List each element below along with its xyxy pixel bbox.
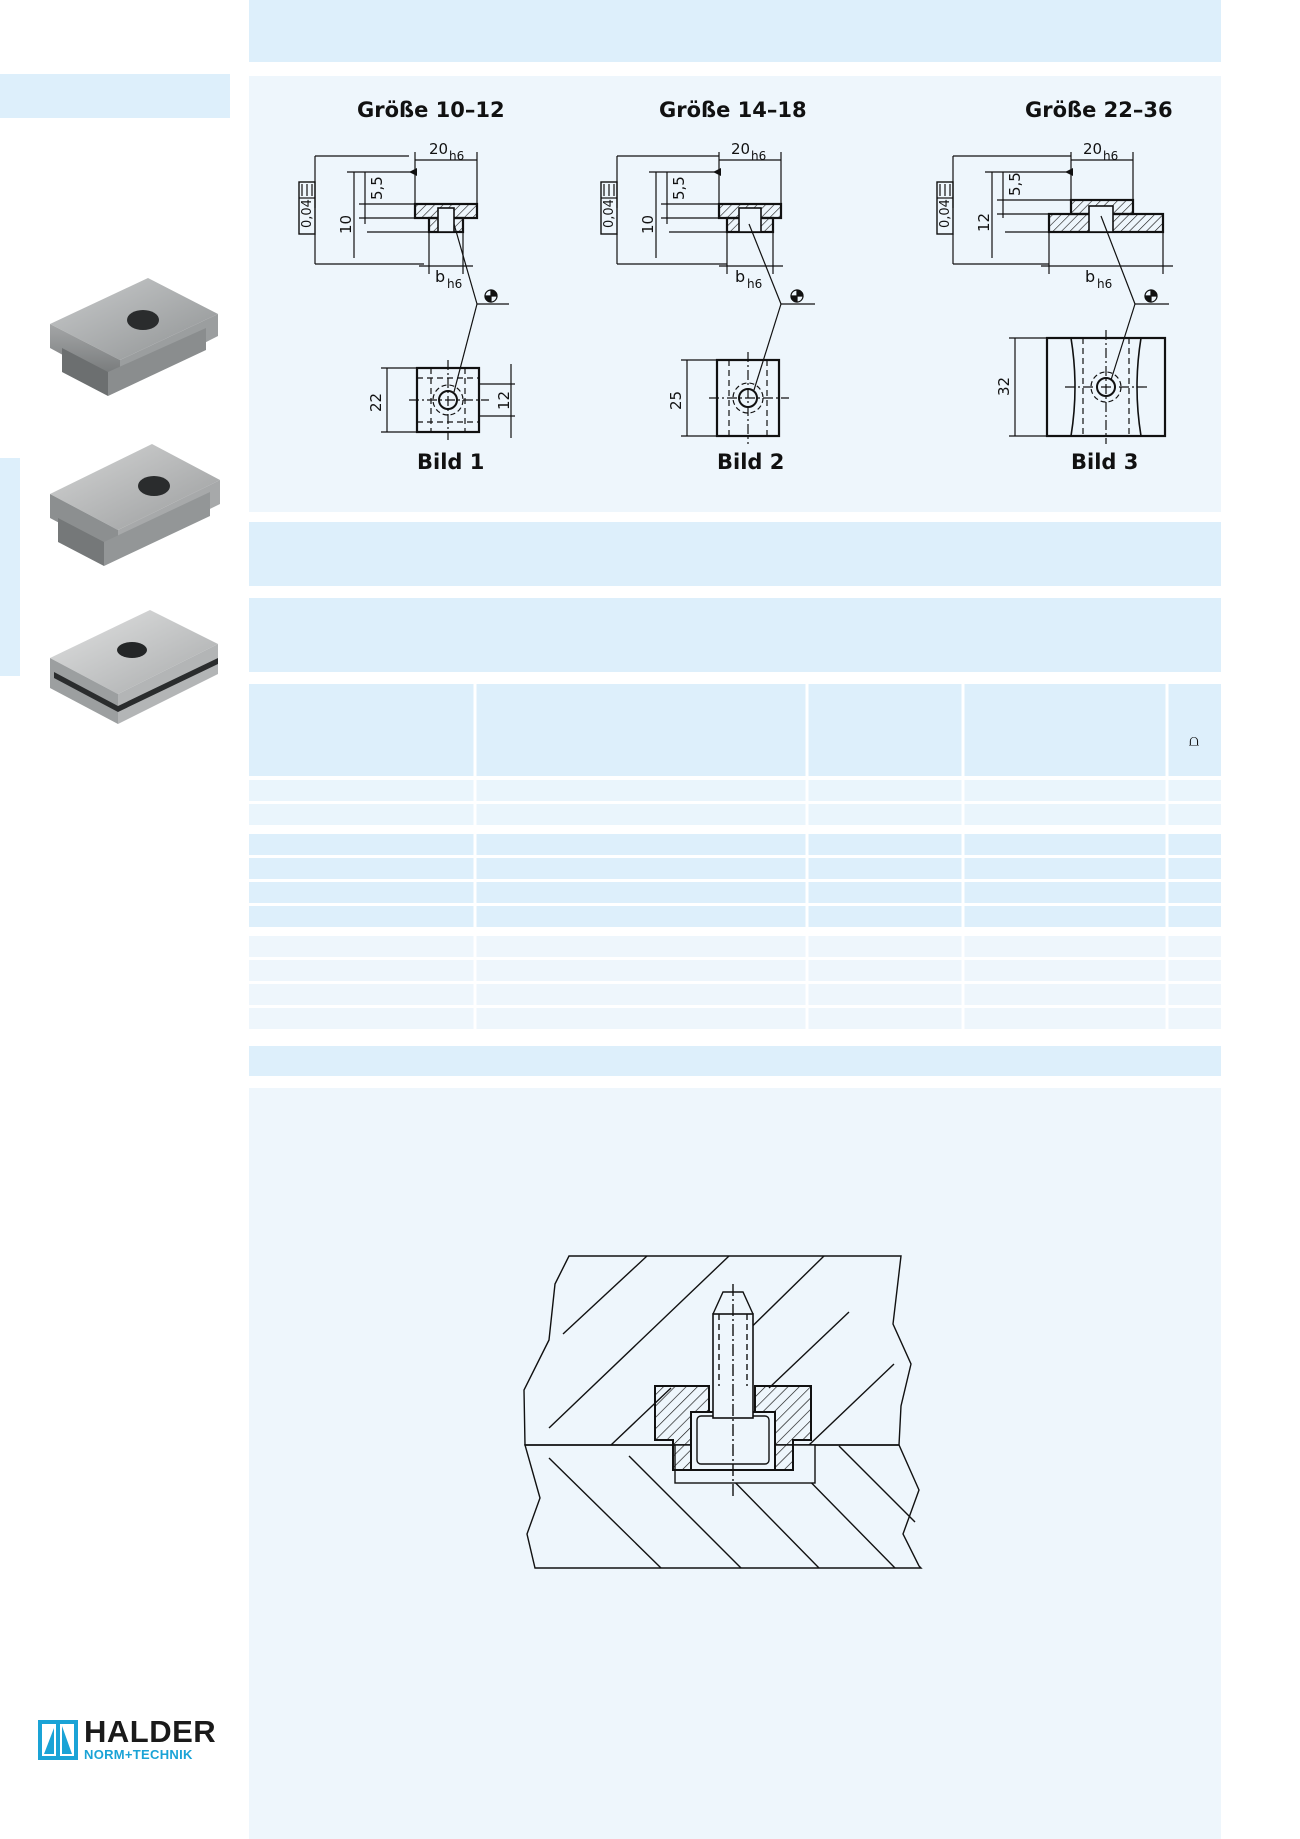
figure-2-title: Größe 14–18 <box>659 98 807 122</box>
svg-text:12: 12 <box>495 391 513 410</box>
svg-text:b: b <box>1085 267 1095 286</box>
svg-text:h6: h6 <box>1097 277 1112 291</box>
dimension-table: ⩍ <box>249 684 1221 1034</box>
svg-text:b: b <box>735 267 745 286</box>
weight-column-icon: ⩍ <box>1189 731 1200 750</box>
svg-text:10: 10 <box>337 215 355 234</box>
product-photo-2 <box>50 444 220 566</box>
figure-2-label: Bild 2 <box>717 450 785 474</box>
svg-text:b: b <box>435 267 445 286</box>
logo-wordmark: HALDER <box>84 1714 217 1749</box>
svg-text:22: 22 <box>367 393 385 412</box>
table-row <box>249 906 1221 927</box>
product-photo-3 <box>50 610 218 724</box>
technical-drawings-panel: Größe 10–12 Größe 14–18 Größe 22–36 <box>249 76 1221 512</box>
figure-3-title: Größe 22–36 <box>1025 98 1173 122</box>
application-drawing-panel <box>249 1088 1221 1839</box>
header-band <box>249 0 1221 62</box>
logo-tagline: NORM+TECHNIK <box>84 1747 193 1762</box>
table-caption-band <box>249 598 1221 672</box>
table-header-row <box>249 684 1221 776</box>
svg-text:5,5: 5,5 <box>1006 172 1024 196</box>
figure-2-drawing <box>600 152 815 444</box>
table-row <box>249 834 1221 855</box>
svg-text:10: 10 <box>639 215 657 234</box>
svg-text:32: 32 <box>995 377 1013 396</box>
figure-3-drawing <box>936 152 1173 444</box>
svg-text:20: 20 <box>429 140 448 158</box>
table-row <box>249 780 1221 801</box>
svg-text:20: 20 <box>1083 140 1102 158</box>
drawings-svg: 20 h6 0,04 5,5 10 b h6 22 12 <box>298 140 1173 444</box>
svg-text:25: 25 <box>667 391 685 410</box>
figure-1-title: Größe 10–12 <box>357 98 505 122</box>
figure-3-label: Bild 3 <box>1071 450 1139 474</box>
svg-text:20: 20 <box>731 140 750 158</box>
section-band-2 <box>249 1046 1221 1076</box>
side-tab <box>0 74 230 118</box>
svg-text:12: 12 <box>975 213 993 232</box>
side-strip <box>0 458 20 676</box>
svg-text:0,04: 0,04 <box>300 199 315 228</box>
svg-text:0,04: 0,04 <box>938 199 953 228</box>
svg-text:h6: h6 <box>447 277 462 291</box>
svg-text:h6: h6 <box>1103 149 1118 163</box>
assembly-drawing <box>523 1255 923 1569</box>
table-row <box>249 858 1221 879</box>
product-photo-1 <box>50 278 218 396</box>
table-row <box>249 960 1221 981</box>
svg-text:0,04: 0,04 <box>602 199 617 228</box>
svg-text:h6: h6 <box>449 149 464 163</box>
svg-text:5,5: 5,5 <box>368 176 386 200</box>
table-row <box>249 1008 1221 1029</box>
figure-1-label: Bild 1 <box>417 450 485 474</box>
svg-text:5,5: 5,5 <box>670 176 688 200</box>
table-row <box>249 804 1221 825</box>
table-row <box>249 984 1221 1005</box>
halder-logo: HALDER NORM+TECHNIK <box>38 1714 234 1762</box>
halder-logo-mark-icon <box>38 1720 78 1760</box>
svg-text:h6: h6 <box>751 149 766 163</box>
figure-1-drawing <box>298 152 515 440</box>
table-row <box>249 882 1221 903</box>
table-grid: ⩍ <box>249 684 1221 1034</box>
table-row <box>249 936 1221 957</box>
svg-text:h6: h6 <box>747 277 762 291</box>
section-band <box>249 522 1221 586</box>
